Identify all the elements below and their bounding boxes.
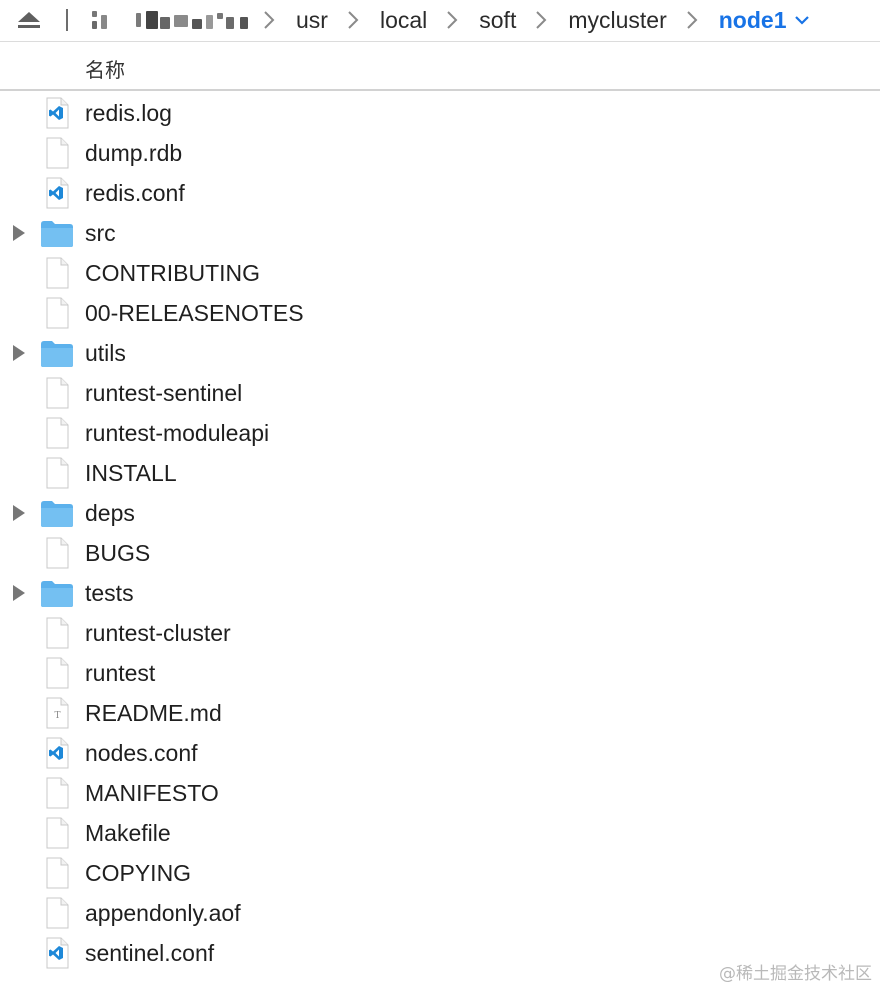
vscode-file-icon	[46, 737, 69, 769]
breadcrumb-item-usr[interactable]: usr	[296, 6, 328, 33]
breadcrumb-item-mycluster[interactable]: mycluster	[568, 6, 667, 33]
folder-row[interactable]: deps	[0, 493, 880, 533]
file-name: runtest-moduleapi	[85, 420, 270, 446]
file-row[interactable]: runtest-sentinel	[0, 373, 880, 413]
file-row[interactable]: sentinel.conf	[0, 933, 880, 973]
disclosure-triangle-icon[interactable]	[12, 504, 26, 522]
blank-file-icon	[46, 817, 69, 849]
chevron-right-icon	[687, 11, 698, 29]
vscode-file-icon	[46, 97, 69, 129]
redacted-path-segment[interactable]	[88, 9, 254, 31]
file-name: CONTRIBUTING	[85, 260, 261, 286]
file-name: Makefile	[85, 820, 171, 846]
breadcrumb: usr local soft mycluster node1	[262, 0, 810, 40]
blank-file-icon	[46, 777, 69, 809]
blank-file-icon	[46, 537, 69, 569]
blank-file-icon	[46, 417, 69, 449]
file-name: BUGS	[85, 540, 151, 566]
folder-icon	[41, 341, 73, 367]
folder-icon	[41, 221, 73, 247]
file-name: redis.log	[85, 100, 172, 126]
file-row[interactable]: Makefile	[0, 813, 880, 853]
file-name: sentinel.conf	[85, 940, 215, 966]
chevron-down-icon[interactable]	[794, 14, 810, 26]
folder-row[interactable]: tests	[0, 573, 880, 613]
file-row[interactable]: nodes.conf	[0, 733, 880, 773]
file-row[interactable]: MANIFESTO	[0, 773, 880, 813]
breadcrumb-item-soft[interactable]: soft	[479, 6, 517, 33]
blank-file-icon	[46, 657, 69, 689]
text-file-icon: T	[46, 697, 69, 729]
file-name: README.md	[85, 700, 222, 726]
file-name: INSTALL	[85, 460, 177, 486]
file-row[interactable]: appendonly.aof	[0, 893, 880, 933]
chevron-right-icon	[536, 11, 547, 29]
folder-row[interactable]: src	[0, 213, 880, 253]
disclosure-triangle-icon[interactable]	[12, 344, 26, 362]
file-row[interactable]: COPYING	[0, 853, 880, 893]
folder-icon	[41, 581, 73, 607]
file-row[interactable]: CONTRIBUTING	[0, 253, 880, 293]
blank-file-icon	[46, 897, 69, 929]
breadcrumb-item-local[interactable]: local	[379, 6, 428, 33]
blank-file-icon	[46, 297, 69, 329]
file-name: dump.rdb	[85, 140, 183, 166]
file-name: appendonly.aof	[85, 900, 241, 926]
blank-file-icon	[46, 377, 69, 409]
file-row[interactable]: T README.md	[0, 693, 880, 733]
name-column-header[interactable]: 名称	[85, 60, 125, 82]
blank-file-icon	[46, 137, 69, 169]
vscode-file-icon	[46, 937, 69, 969]
file-name: redis.conf	[85, 180, 185, 206]
file-name: deps	[85, 500, 135, 526]
path-bar: usr local soft mycluster node1	[0, 0, 880, 42]
file-row[interactable]: redis.log	[0, 93, 880, 133]
file-name: MANIFESTO	[85, 780, 219, 806]
disclosure-triangle-icon[interactable]	[12, 224, 26, 242]
file-row[interactable]: runtest-moduleapi	[0, 413, 880, 453]
blank-file-icon	[46, 257, 69, 289]
chevron-right-icon	[348, 11, 359, 29]
file-row[interactable]: 00-RELEASENOTES	[0, 293, 880, 333]
folder-row[interactable]: utils	[0, 333, 880, 373]
chevron-right-icon	[264, 11, 275, 29]
file-row[interactable]: INSTALL	[0, 453, 880, 493]
file-name: src	[85, 220, 116, 246]
file-name: runtest	[85, 660, 156, 686]
watermark: @稀土掘金技术社区	[719, 964, 872, 984]
path-divider	[66, 9, 68, 31]
file-row[interactable]: runtest	[0, 653, 880, 693]
file-name: runtest-sentinel	[85, 380, 243, 406]
breadcrumb-current[interactable]: node1	[718, 6, 787, 33]
column-header: 名称	[0, 43, 880, 91]
vscode-file-icon	[46, 177, 69, 209]
svg-text:T: T	[54, 711, 60, 721]
file-row[interactable]: dump.rdb	[0, 133, 880, 173]
blank-file-icon	[46, 857, 69, 889]
file-name: nodes.conf	[85, 740, 198, 766]
file-name: runtest-cluster	[85, 620, 231, 646]
blank-file-icon	[46, 457, 69, 489]
file-row[interactable]: redis.conf	[0, 173, 880, 213]
file-name: utils	[85, 340, 126, 366]
file-name: 00-RELEASENOTES	[85, 300, 304, 326]
file-name: COPYING	[85, 860, 192, 886]
file-row[interactable]: runtest-cluster	[0, 613, 880, 653]
blank-file-icon	[46, 617, 69, 649]
eject-icon[interactable]	[17, 10, 41, 30]
chevron-right-icon	[447, 11, 458, 29]
folder-icon	[41, 501, 73, 527]
disclosure-triangle-icon[interactable]	[12, 584, 26, 602]
file-row[interactable]: BUGS	[0, 533, 880, 573]
file-name: tests	[85, 580, 134, 606]
